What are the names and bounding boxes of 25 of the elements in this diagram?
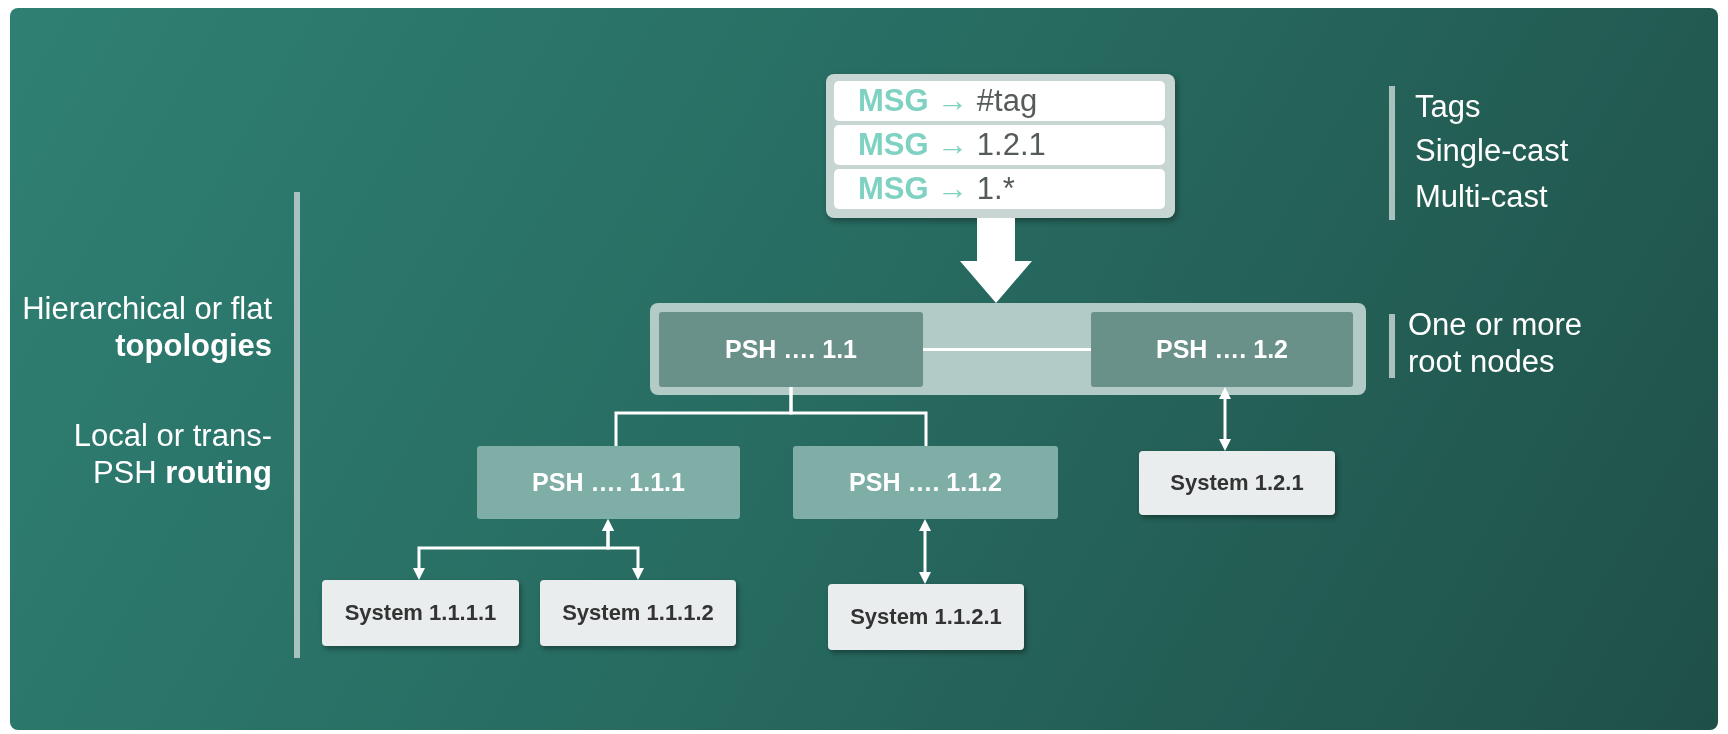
process-box: PSH …. 1.1 bbox=[659, 312, 923, 387]
message-row: MSG → 1.* bbox=[834, 169, 1165, 209]
system-box: System 1.1.2.1 bbox=[828, 584, 1024, 650]
message-panel bbox=[826, 74, 1175, 218]
block-arrow bbox=[960, 218, 1032, 303]
arrow bbox=[919, 519, 931, 584]
process-box: PSH …. 1.1.2 bbox=[793, 446, 1058, 519]
side-note: Hierarchical or flat topologies bbox=[21, 290, 272, 364]
side-note: Single-cast bbox=[1415, 132, 1570, 169]
connector-line bbox=[789, 387, 928, 446]
connector-line bbox=[923, 348, 1091, 351]
message-row: MSG → #tag bbox=[834, 81, 1165, 121]
side-note: Tags bbox=[1415, 88, 1482, 125]
side-note: Multi-cast bbox=[1415, 178, 1549, 215]
system-box: System 1.1.1.2 bbox=[540, 580, 736, 646]
side-note: Local or trans-PSH routing bbox=[72, 417, 272, 491]
arrow bbox=[602, 519, 644, 580]
process-box: PSH …. 1.1.1 bbox=[477, 446, 740, 519]
system-box: System 1.1.1.1 bbox=[322, 580, 519, 646]
system-box: System 1.2.1 bbox=[1139, 451, 1335, 515]
process-box: PSH …. 1.2 bbox=[1091, 312, 1353, 387]
root-band bbox=[650, 303, 1366, 395]
message-row: MSG → 1.2.1 bbox=[834, 125, 1165, 165]
arrow bbox=[1219, 387, 1231, 451]
side-note: One or more root nodes bbox=[1408, 306, 1583, 380]
